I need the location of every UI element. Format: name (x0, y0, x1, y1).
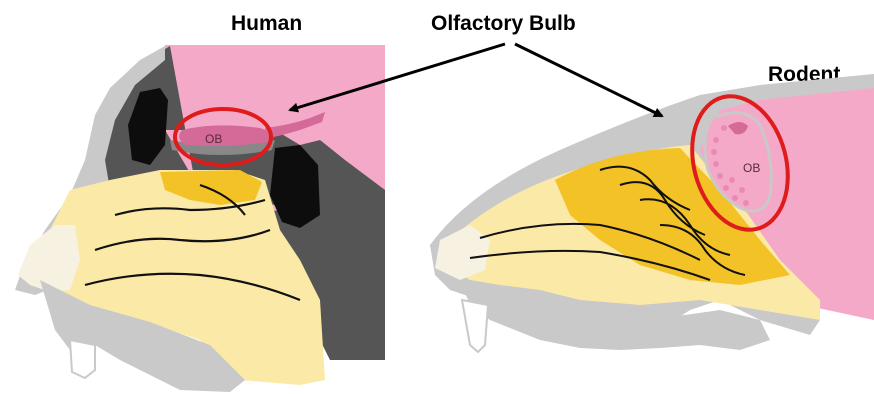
human-tooth (70, 340, 95, 378)
human-olfactory-bulb (179, 125, 273, 146)
rodent-head-section: OB (430, 74, 874, 352)
ob-human-text: OB (205, 132, 222, 146)
arrow-to-rodent-ob (515, 44, 662, 116)
ob-rodent-text: OB (743, 161, 760, 175)
human-nose-tip (18, 225, 80, 292)
rodent-incisor (462, 300, 488, 352)
